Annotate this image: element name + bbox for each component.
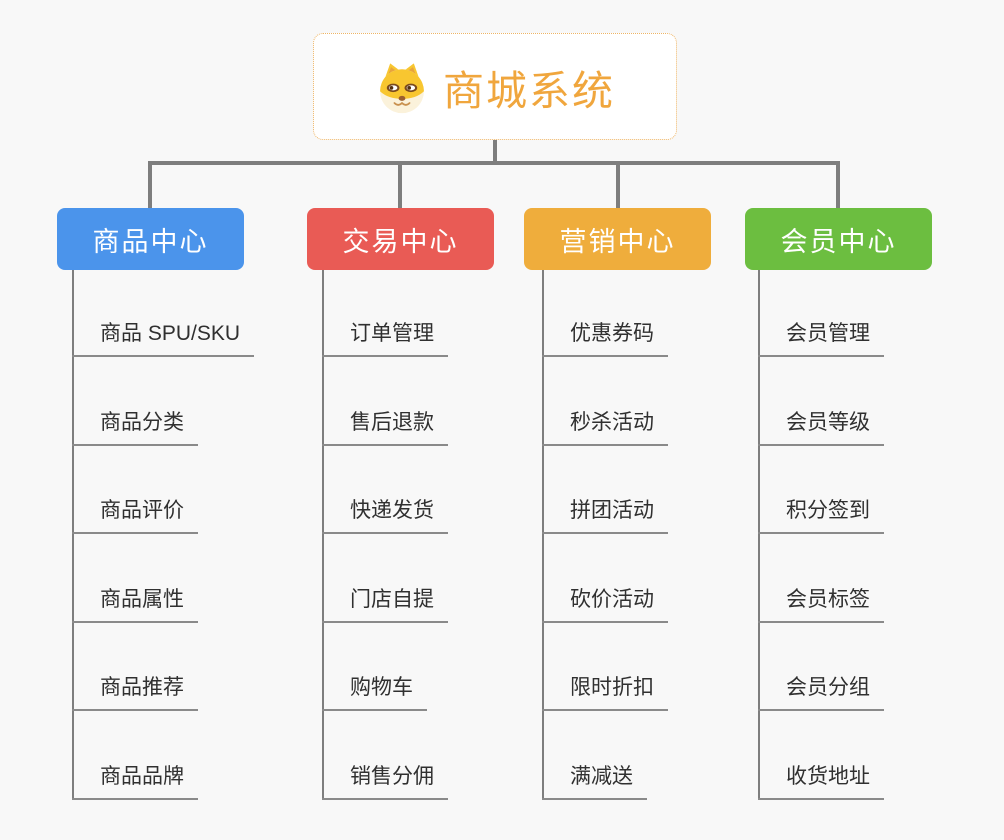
dog-face-icon [375,60,429,114]
connector-stub-member [836,161,840,209]
topic-shopping-cart[interactable]: 购物车 [322,669,427,711]
topic-member-management[interactable]: 会员管理 [758,315,884,357]
branch-node-member-center[interactable]: 会员中心 [745,208,932,270]
branch-node-marketing-center[interactable]: 营销中心 [524,208,711,270]
topic-aftersale-refund[interactable]: 售后退款 [322,404,448,446]
topic-order-management[interactable]: 订单管理 [322,315,448,357]
topic-limited-discount[interactable]: 限时折扣 [542,669,668,711]
connector-column-line-product [72,270,74,800]
topic-bargain-activity[interactable]: 砍价活动 [542,581,668,623]
topic-express-shipping[interactable]: 快递发货 [322,492,448,534]
topic-product-attribute[interactable]: 商品属性 [72,581,198,623]
root-title: 商城系统 [443,67,615,114]
root-node-mall-system[interactable]: 商城系统 [313,33,677,140]
topic-product-brand[interactable]: 商品品牌 [72,758,198,800]
connector-column-line-marketing [542,270,544,800]
topic-points-checkin[interactable]: 积分签到 [758,492,884,534]
branch-node-trade-center[interactable]: 交易中心 [307,208,494,270]
topic-shipping-address[interactable]: 收货地址 [758,758,884,800]
topic-product-review[interactable]: 商品评价 [72,492,198,534]
topic-full-reduction[interactable]: 满减送 [542,758,647,800]
connector-column-line-member [758,270,760,800]
topic-store-pickup[interactable]: 门店自提 [322,581,448,623]
connector-stub-product [148,161,152,209]
topic-member-tag[interactable]: 会员标签 [758,581,884,623]
topic-coupon-code[interactable]: 优惠券码 [542,315,668,357]
connector-root-stub [493,140,497,162]
topic-product-recommend[interactable]: 商品推荐 [72,669,198,711]
connector-trunk-line [149,161,839,165]
topic-member-group[interactable]: 会员分组 [758,669,884,711]
topic-product-spu-sku[interactable]: 商品 SPU/SKU [72,315,255,357]
topic-product-category[interactable]: 商品分类 [72,404,198,446]
topic-member-level[interactable]: 会员等级 [758,404,884,446]
connector-stub-trade [398,161,402,209]
connector-column-line-trade [322,270,324,800]
connector-stub-marketing [616,161,620,209]
topic-flash-sale[interactable]: 秒杀活动 [542,404,668,446]
topic-sales-commission[interactable]: 销售分佣 [322,758,448,800]
topic-group-buy[interactable]: 拼团活动 [542,492,668,534]
branch-node-product-center[interactable]: 商品中心 [57,208,244,270]
